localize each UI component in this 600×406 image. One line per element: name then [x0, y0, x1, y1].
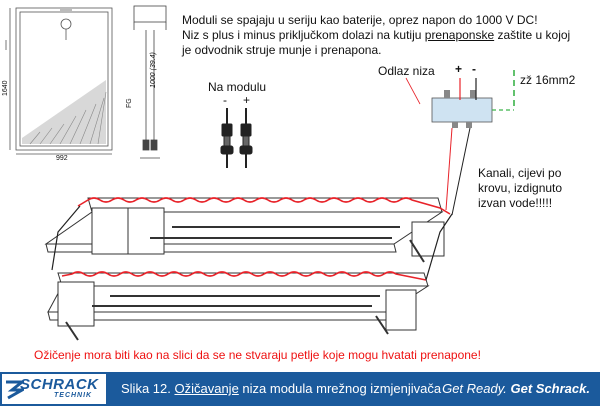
caption-part-a: Slika 12. [121, 381, 175, 396]
wiring-diagram [5, 5, 515, 341]
tagline-part-b: Get Schrack. [510, 381, 591, 396]
upper-row-wiring [77, 197, 451, 215]
footer-bar: SCHRACK TECHNIK Slika 12. Ožičavanje niz… [0, 372, 600, 406]
callout-line [405, 77, 421, 105]
connector-plus-label: + [243, 93, 251, 107]
dim-1640-label: 1640 [2, 80, 9, 96]
box-minus-label: - [472, 62, 476, 76]
box-plus-label: + [455, 62, 463, 76]
description-line-2a: Niz s plus i minus priključkom dolazi na… [182, 28, 425, 42]
description-line-2: Niz s plus i minus priključkom dolazi na… [182, 28, 594, 43]
schrack-logo: SCHRACK TECHNIK [2, 374, 106, 404]
na-modulu-label: Na modulu [208, 80, 267, 94]
kanali-line-1: Kanali, cijevi po [478, 166, 562, 180]
kanali-line-3: izvan vode!!!!! [478, 196, 553, 210]
dim-1000-label: 1000 (39.4) [150, 52, 157, 88]
logo-text: SCHRACK [20, 376, 99, 393]
kanali-note: Kanali, cijevi po krovu, izdignuto izvan… [478, 166, 562, 211]
surge-protection-box [431, 70, 515, 216]
description-line-1: Moduli se spajaju u seriju kao baterije,… [182, 13, 538, 27]
ground-label: zž 16mm2 [520, 73, 576, 87]
description-line-3: je odvodnik struje munje i prenapona. [182, 43, 382, 57]
lower-row-wiring [61, 271, 427, 281]
cable-drawing [133, 5, 167, 159]
logo-subtext: TECHNIK [54, 392, 93, 399]
dim-992-label: 992 [56, 155, 68, 162]
tagline: Get Ready. Get Schrack. [442, 381, 590, 396]
tagline-part-a: Get Ready. [442, 381, 511, 396]
lower-module-row [47, 272, 430, 341]
warning-text: Ožičenje mora biti kao na slici da se ne… [34, 348, 481, 362]
return-cable [425, 213, 453, 281]
odlaz-niza-label: Odlaz niza [378, 64, 435, 78]
logo-swoosh-icon [6, 380, 24, 400]
kanali-line-2: krovu, izdignuto [478, 181, 563, 195]
description-line-2b: prenaponske [424, 28, 495, 42]
description-line-2c: zaštite u kojoj [494, 28, 571, 42]
module-drawing [5, 7, 113, 155]
upper-module-row [44, 197, 445, 263]
dim-fg-label: FG [126, 98, 133, 108]
connector-minus-label: - [223, 93, 227, 107]
caption-part-b: Ožičavanje [174, 381, 239, 396]
description-text: Moduli se spajaju u seriju kao baterije,… [182, 13, 594, 58]
figure-caption: Slika 12. Ožičavanje niza modula mrežnog… [121, 381, 441, 396]
mc4-connectors [220, 108, 253, 168]
caption-part-c: niza modula mrežnog izmjenjivača [238, 381, 442, 396]
row-link-cable [51, 205, 81, 271]
